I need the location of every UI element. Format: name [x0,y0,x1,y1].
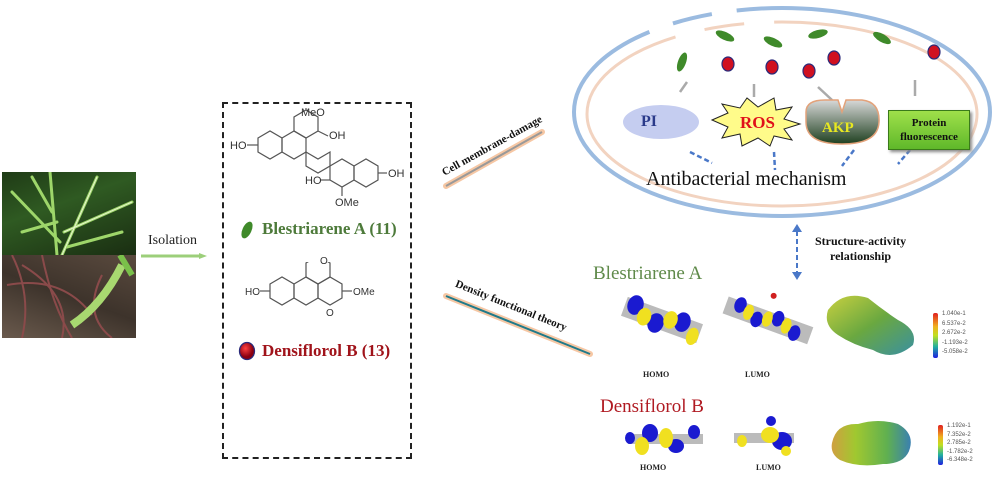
dft-b-title: Densiflorol B [600,396,704,417]
plant-photo [2,172,136,338]
homo-label-a: HOMO [643,370,670,379]
sar-line-1: Structure-activity [815,234,907,248]
scale-labels-a: 1.040e-1 6.537e-2 2.672e-2 -1.193e-2 -5.… [942,310,968,358]
plant-root-image [2,255,136,338]
blestriarene-lumo-orbital [722,292,814,345]
lumo-label-b: LUMO [756,463,781,472]
scale-a-0: 1.040e-1 [942,311,966,317]
sar-label: Structure-activity relationship [815,234,906,264]
scale-a-2: 2.672e-2 [942,330,966,336]
scale-b-1: 7.352e-2 [947,431,971,438]
ros-burst-shape [710,97,802,147]
ho-label: HO [245,287,260,298]
akp-vesicle-shape [805,99,880,145]
oh-label-right: OH [388,168,405,180]
compound-b-name: Densiflorol B (13) [262,341,391,360]
oh-label-mid: OH [329,130,346,142]
isolation-arrow [141,253,207,259]
scale-a-3: -1.193e-2 [942,339,968,346]
compound-a-name: Blestriarene A (11) [262,219,397,238]
carbonyl-o-top: O [320,256,328,267]
compound-box [222,102,412,459]
densiflorol-esp-surface [831,421,911,466]
ho-label-lower: HO [305,175,322,187]
pi-label: PI [641,113,657,130]
pi-assay-shape [623,105,699,139]
dft-a-title: Blestriarene A [593,263,703,284]
color-scale-b [938,425,943,465]
ome-label: OMe [353,287,375,298]
ros-label: ROS [740,113,775,132]
membrane-damage-arrow [443,129,545,189]
scale-b-0: 1.192e-1 [947,423,971,429]
ho-label-left: HO [230,140,247,152]
plant-leaves-image [2,172,136,255]
scale-b-4: -6.348e-2 [947,457,973,463]
antibacterial-mechanism-label: Antibacterial mechanism [646,168,847,190]
homo-label-b: HOMO [640,463,667,472]
protein-fluorescence-box: Protein fluorescence [888,110,970,150]
blestriarene-homo-orbital [620,295,704,346]
densiflorol-homo-orbital [625,424,703,455]
meo-label-top: MeO [301,108,325,119]
green-compound-icon [241,221,253,239]
color-scale-a [933,313,938,358]
bacterial-cell [572,6,992,218]
sar-double-arrow [792,224,802,280]
scale-a-4: -5.058e-2 [942,349,968,355]
dft-arrow [443,293,593,357]
red-compound-icon [238,341,256,361]
protein-label-1: Protein [911,117,947,129]
scale-b-3: -1.782e-2 [947,448,973,455]
blestriarene-a-structure: MeO HO OH HO OH OMe [230,108,405,209]
blestriarene-esp-surface [826,295,914,355]
akp-label: AKP [822,120,854,136]
scale-a-1: 6.537e-2 [942,320,966,327]
isolation-label: Isolation [148,233,197,248]
lumo-label-a: LUMO [745,370,770,379]
protein-label-2: fluorescence [900,131,958,143]
scale-labels-b: 1.192e-1 7.352e-2 2.785e-2 -1.782e-2 -6.… [947,422,973,465]
densiflorol-b-structure: HO OMe O [245,262,375,319]
scale-b-2: 2.785e-2 [947,440,971,446]
ome-label-bottom: OMe [335,197,359,209]
densiflorol-lumo-orbital [734,416,794,456]
carbonyl-o-bottom: O [326,308,334,319]
sar-line-2: relationship [829,249,892,263]
